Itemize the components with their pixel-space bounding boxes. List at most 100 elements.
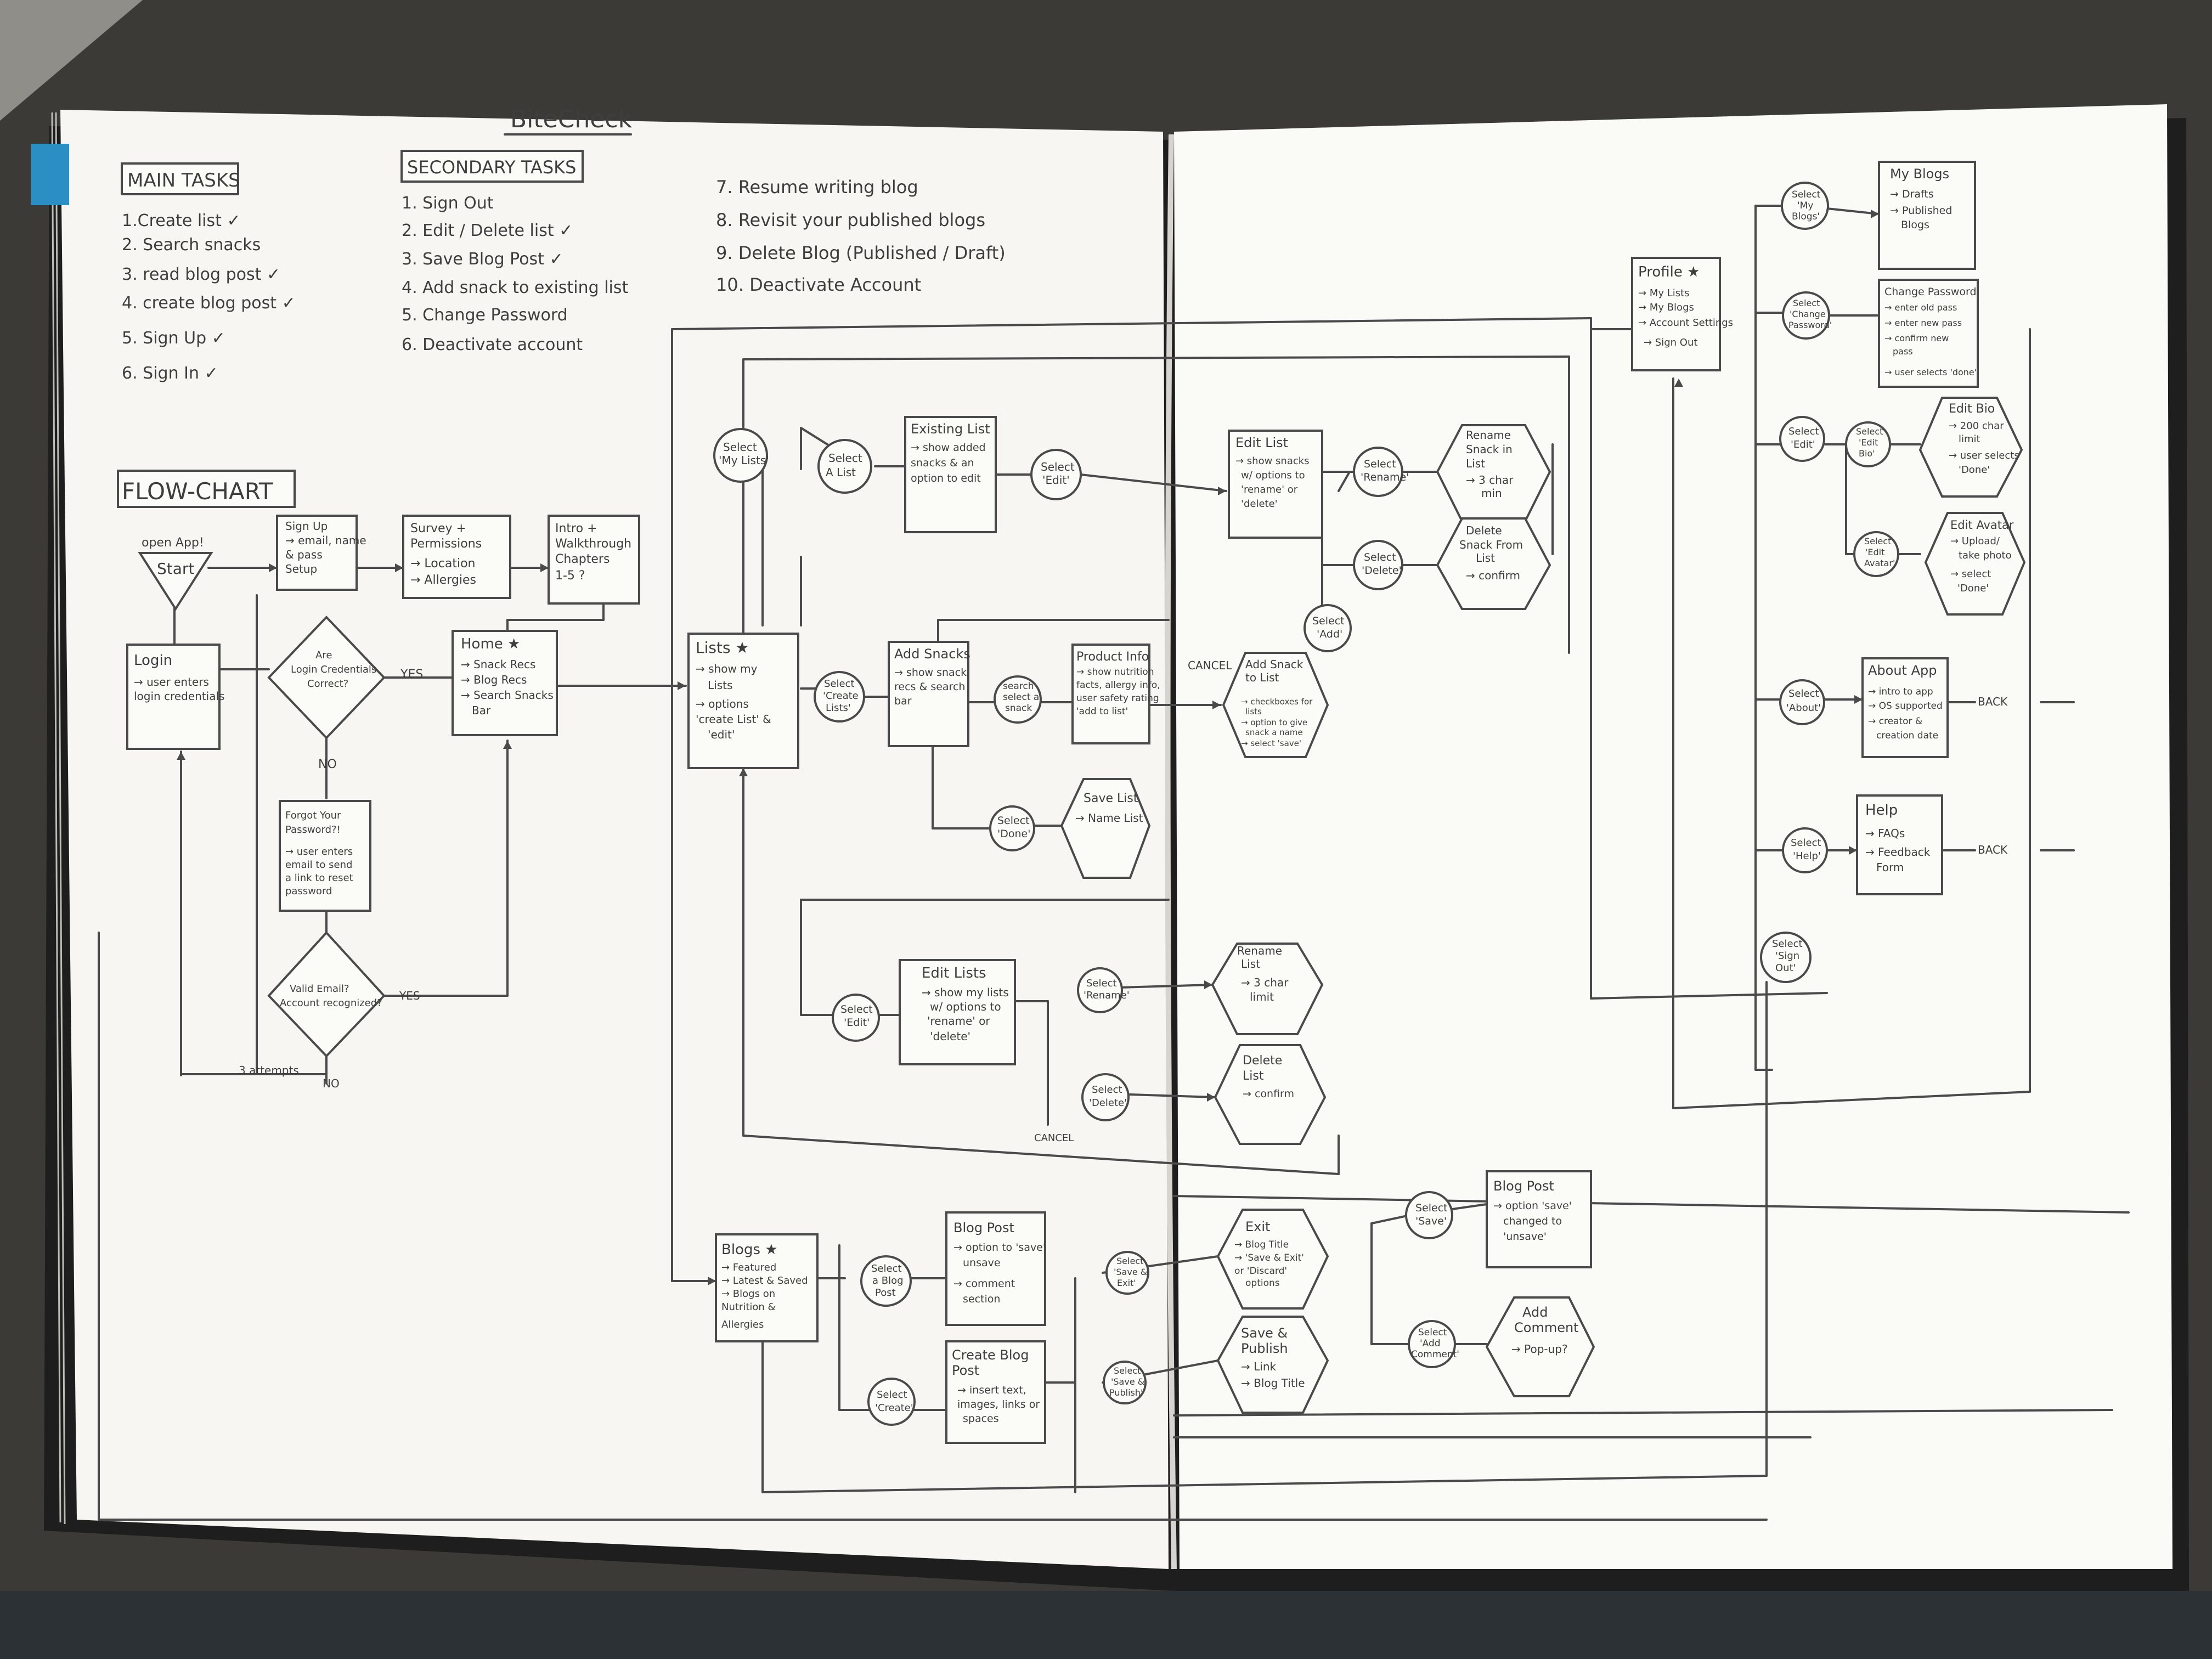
select-edit-text: 'Edit' [1042, 473, 1070, 487]
flowchart-heading: FLOW-CHART [122, 478, 273, 505]
open-app-label: open App! [142, 536, 204, 550]
rename-snack-text: List [1466, 457, 1485, 470]
select-my-blogs-text: 'My [1797, 200, 1813, 211]
blog-post-text: section [963, 1293, 1000, 1305]
edit-list-text: → show snacks [1235, 455, 1310, 467]
select-about-text: Select [1788, 688, 1819, 699]
blog-post2-text: Blog Post [1493, 1178, 1554, 1194]
select-edit-avatar-text: Select [1864, 536, 1891, 546]
existing-list-text: → show added [911, 442, 986, 454]
left-page [60, 110, 1169, 1569]
select-edit2-text: 'Edit' [844, 1017, 870, 1029]
help-text: Form [1876, 861, 1904, 874]
select-save-exit-text: Select [1116, 1256, 1143, 1266]
delete-snack-text: List [1476, 551, 1495, 565]
secondary-task-item: 6. Deactivate account [402, 335, 583, 354]
home-text: → Search Snacks [461, 689, 554, 702]
my-blogs-text: Blogs [1901, 219, 1929, 231]
yes-label: YES [400, 668, 423, 681]
lists-text: 'edit' [708, 728, 735, 741]
add-snack-to-list-text: snack a name [1245, 727, 1303, 737]
select-add-comment-text: Comment' [1411, 1349, 1459, 1360]
select-done-text: Select [997, 815, 1030, 827]
forgot-text: a link to reset [285, 872, 353, 884]
search-select-text: snack [1005, 703, 1032, 714]
select-edit-text: Select [1041, 460, 1075, 473]
change-pw-text: → user selects 'done' [1884, 367, 1977, 377]
home-text: Bar [472, 704, 491, 717]
select-save-exit-text: Exit' [1117, 1278, 1136, 1288]
change-pw-text: → confirm new [1884, 333, 1949, 343]
edit-list-text: 'rename' or [1241, 484, 1298, 495]
select-add-text: 'Add' [1317, 628, 1342, 640]
blogs-box [715, 1233, 819, 1342]
select-rename2-text: 'Rename' [1084, 990, 1130, 1001]
signup-text: & pass [285, 548, 323, 561]
select-my-blogs-text: Select [1792, 189, 1821, 200]
back-label: BACK [1978, 695, 2008, 708]
lists-text: 'create List' & [696, 713, 771, 726]
select-edit-profile-node [1779, 416, 1825, 462]
valid-email-text: Valid Email? [290, 983, 349, 995]
select-add-comment-text: 'Add [1420, 1338, 1441, 1349]
save-list-hex [1060, 778, 1151, 879]
main-task-item: 1.Create list ✓ [122, 211, 241, 230]
home-text: Home ★ [461, 636, 520, 652]
secondary-task-item: 4. Add snack to existing list [402, 278, 628, 297]
forgot-text: Forgot Your [285, 810, 341, 821]
home-text: → Snack Recs [461, 658, 535, 671]
blogs-text: Nutrition & [721, 1301, 776, 1313]
rename-list-text: → 3 char [1241, 976, 1289, 989]
select-edit-avatar-text: 'Edit [1865, 547, 1884, 557]
edit-avatar-hex [1924, 512, 2026, 616]
select-edit3-text: 'Edit' [1791, 439, 1815, 450]
add-snacks-text: Add Snacks [894, 646, 970, 662]
select-done-text: 'Done' [997, 828, 1030, 840]
select-save-node [1405, 1191, 1453, 1239]
help-text: Help [1865, 802, 1898, 819]
select-save-publish-text: Select [1114, 1365, 1141, 1376]
add-comment-text: → Pop-up? [1511, 1342, 1568, 1356]
start-label: Start [157, 560, 194, 578]
extra-task-item: 9. Delete Blog (Published / Draft) [716, 242, 1006, 263]
start-node [138, 552, 213, 611]
add-snack-to-list-text: to List [1245, 671, 1279, 684]
search-select-snack-node [994, 675, 1042, 724]
edit-avatar-text: → select [1950, 568, 1991, 580]
exit-text: → Blog Title [1234, 1239, 1289, 1250]
add-comment-hex [1485, 1296, 1595, 1397]
profile-text: → My Lists [1638, 287, 1690, 299]
exit-text: → 'Save & Exit' [1234, 1252, 1304, 1263]
blog-post2-text: changed to [1503, 1215, 1562, 1227]
select-my-lists-text: 'My Lists' [719, 454, 769, 467]
add-comment-text: Add [1522, 1305, 1548, 1320]
secondary-tasks: SECONDARY TASKS 1. Sign Out 2. Edit / De… [400, 150, 628, 354]
rename-list-text: Rename [1237, 944, 1282, 957]
blogs-text: → Featured [721, 1262, 776, 1273]
lists-text: → show my [696, 662, 758, 675]
edit-lists-text: 'delete' [930, 1030, 970, 1043]
select-edit-bio-text: Bio' [1859, 448, 1875, 459]
edit-avatar-text: Edit Avatar [1950, 518, 2014, 532]
rename-snack-text: Rename [1466, 428, 1511, 442]
select-about-text: 'About' [1786, 702, 1821, 714]
select-add-comment-node [1408, 1320, 1456, 1368]
profile-text: → Sign Out [1644, 337, 1697, 348]
delete-list-text: Delete [1243, 1054, 1282, 1068]
select-a-blog-node [860, 1255, 912, 1307]
edit-bio-text: 'Done' [1959, 464, 1990, 476]
edit-lists-box [899, 959, 1016, 1065]
secondary-tasks-heading: SECONDARY TASKS [407, 157, 576, 178]
cancel-label: CANCEL [1034, 1132, 1074, 1144]
select-a-blog-text: a Blog [872, 1275, 904, 1286]
rename-list-hex [1211, 943, 1324, 1035]
save-list-text: Save List [1084, 792, 1138, 805]
select-save-exit-text: 'Save & [1114, 1267, 1147, 1277]
select-delete-list-node [1081, 1073, 1130, 1121]
rename-list-text: limit [1250, 990, 1274, 1003]
signup-box [276, 515, 358, 591]
help-text: → FAQs [1865, 827, 1905, 840]
edit-lists-text: w/ options to [930, 1000, 1001, 1013]
about-app-text: About App [1868, 663, 1937, 678]
